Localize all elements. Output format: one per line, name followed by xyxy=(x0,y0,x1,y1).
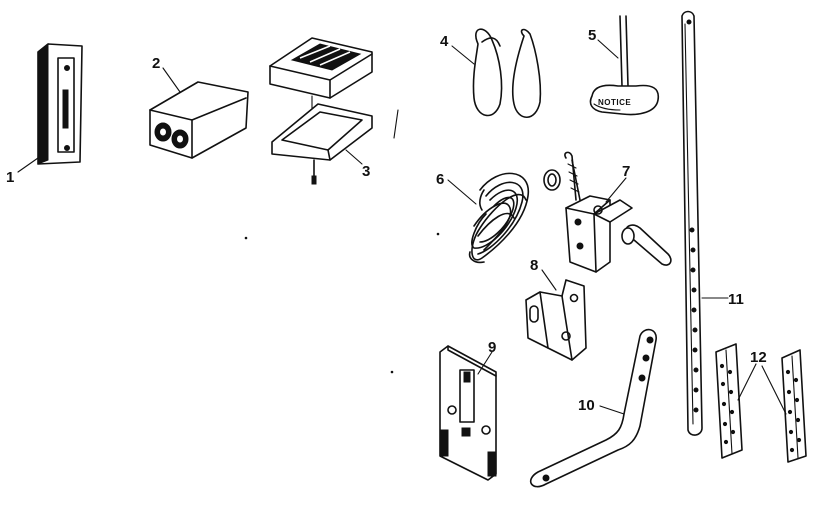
notice-tag-label: NOTICE xyxy=(598,98,631,107)
part-3-remote-transmitter xyxy=(269,37,399,185)
callout-1: 1 xyxy=(6,169,14,186)
leader-1 xyxy=(17,157,39,173)
leader-12b xyxy=(761,365,787,415)
part-12-angle-strips xyxy=(715,343,807,463)
leader-7 xyxy=(605,177,627,203)
callout-4: 4 xyxy=(440,33,449,50)
scan-speck xyxy=(436,232,440,236)
leader-3 xyxy=(345,149,363,165)
callout-8: 8 xyxy=(530,257,538,274)
leader-5 xyxy=(597,39,619,59)
angle-strip-holes xyxy=(719,363,802,453)
leader-4 xyxy=(451,45,475,65)
callout-5: 5 xyxy=(588,27,596,44)
callout-6: 6 xyxy=(436,171,444,188)
part-2-battery xyxy=(149,81,249,159)
part-6-bell-wire-coil xyxy=(468,172,529,264)
part-4-wire-clips xyxy=(472,28,542,119)
leader-10 xyxy=(599,405,625,415)
strap-holes xyxy=(686,19,699,413)
callout-12: 12 xyxy=(750,349,767,366)
part-9-mounting-plate xyxy=(439,345,497,481)
callout-2: 2 xyxy=(152,55,160,72)
part-10-curved-door-arm xyxy=(529,328,657,488)
part-1-wall-button xyxy=(37,42,83,165)
callout-9: 9 xyxy=(488,339,496,356)
leader-2 xyxy=(162,67,181,93)
callout-7: 7 xyxy=(622,163,630,180)
callout-10: 10 xyxy=(578,397,595,414)
leader-6 xyxy=(447,179,477,205)
part-11-perforated-strap xyxy=(681,10,703,436)
leader-9 xyxy=(477,351,493,375)
leader-12a xyxy=(737,363,757,401)
part-5-release-rope-handle: NOTICE xyxy=(589,15,660,116)
scan-speck xyxy=(390,370,394,374)
callout-3: 3 xyxy=(362,163,370,180)
scan-speck xyxy=(244,236,248,240)
part-7-door-bracket-kit xyxy=(543,151,672,273)
leader-8 xyxy=(541,269,557,291)
part-8-header-bracket xyxy=(525,279,587,361)
callout-11: 11 xyxy=(728,291,744,308)
